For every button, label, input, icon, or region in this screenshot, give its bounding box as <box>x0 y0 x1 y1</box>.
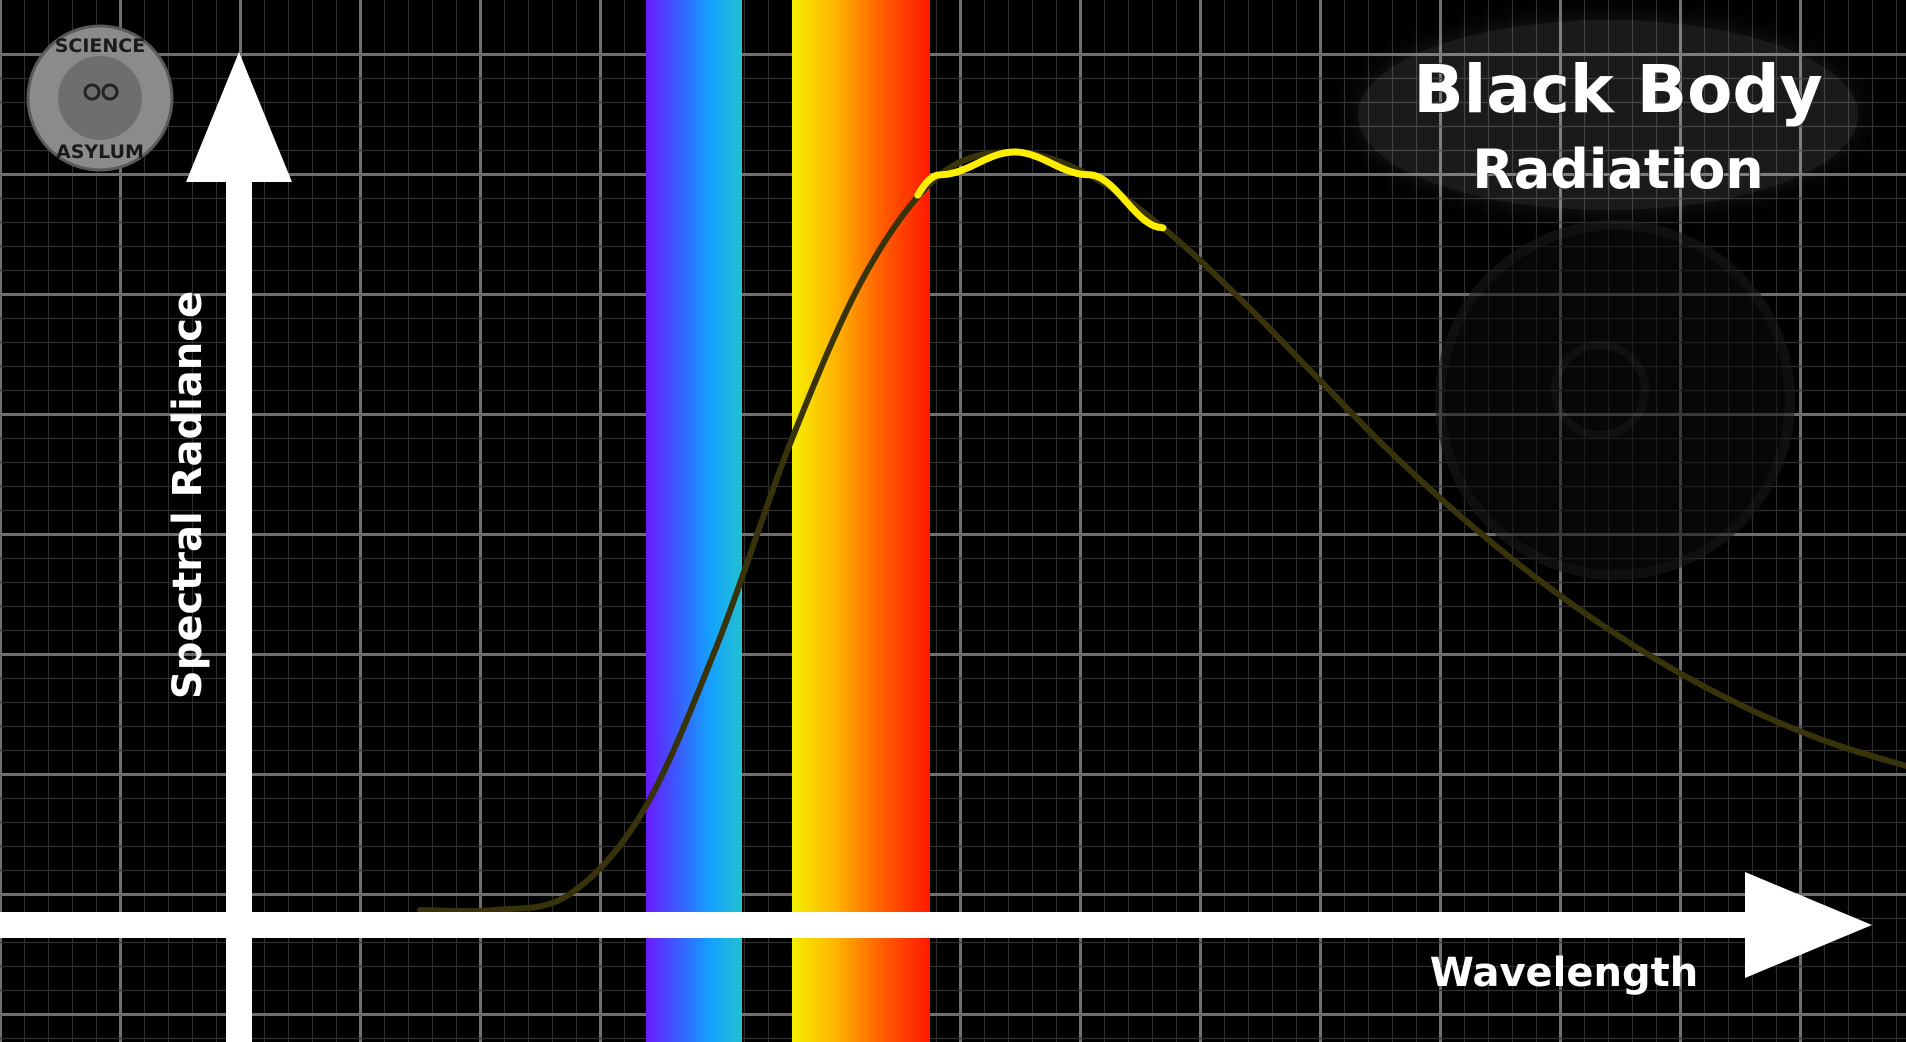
chart-title: Black Body Radiation <box>1358 20 1858 210</box>
logo-eye-right <box>101 83 119 101</box>
logo-eye-left <box>83 83 101 101</box>
title-glow <box>1358 20 1858 210</box>
subtitle-text: Radiation <box>1472 138 1764 201</box>
watermark-face <box>1551 341 1649 439</box>
y-axis-label: Spectral Radiance <box>165 291 211 699</box>
x-axis-arrowhead <box>1745 872 1872 978</box>
x-axis-label: Wavelength <box>1430 950 1698 996</box>
logo-inner <box>58 56 142 140</box>
logo-top-text: SCIENCE <box>55 35 146 57</box>
y-axis-arrowhead <box>186 52 292 182</box>
background-watermark <box>1435 220 1795 580</box>
y-axis <box>186 52 292 1042</box>
title-text: Black Body <box>1413 51 1822 128</box>
y-axis-line <box>226 150 252 1042</box>
x-axis <box>0 872 1872 978</box>
watermark-circle <box>1435 220 1795 580</box>
logo-bottom-text: ASYLUM <box>56 141 144 163</box>
spectrum-band-violet-blue <box>646 0 742 1042</box>
visible-spectrum <box>646 0 930 1042</box>
science-asylum-logo: SCIENCE ASYLUM <box>26 24 174 172</box>
x-axis-line <box>0 912 1790 938</box>
spectrum-band-yellow-red <box>792 0 930 1042</box>
spectral-curve-visible-range <box>914 148 1167 232</box>
